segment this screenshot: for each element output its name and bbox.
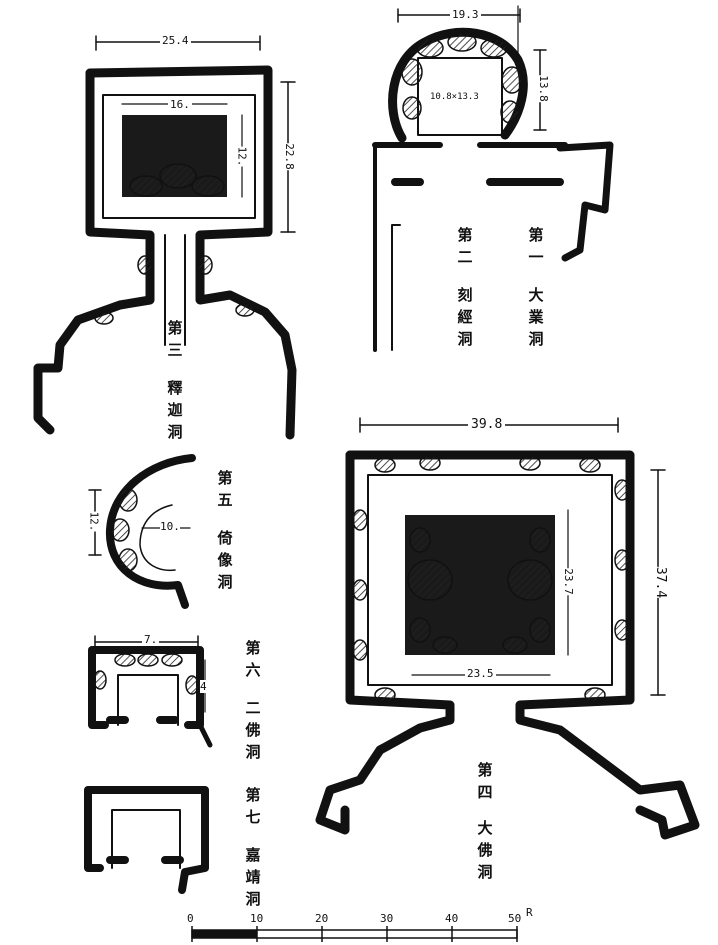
scale-tick-20: 20 xyxy=(315,912,329,925)
cave-6-width-label: 7. xyxy=(142,633,160,646)
scale-bar xyxy=(191,926,518,942)
scale-tick-50: 50 xyxy=(508,912,522,925)
scale-tick-40: 40 xyxy=(445,912,459,925)
scale-tick-30: 30 xyxy=(380,912,394,925)
cave-7-plan xyxy=(84,786,209,894)
cave-3-width-label: 25.4 xyxy=(160,34,191,47)
cave-1-width-label: 19.3 xyxy=(450,8,481,21)
cave-6-plan xyxy=(88,635,213,748)
cave-4-number: 第四 xyxy=(477,761,493,801)
cave-4-inner-depth-label: 23.7 xyxy=(561,568,575,595)
cave-4-inner-width-label: 23.5 xyxy=(465,667,496,680)
cave-3-plan xyxy=(33,35,297,440)
cave-4-depth-label: 37.4 xyxy=(653,566,669,599)
cave-3-inner-width-label: 16. xyxy=(168,98,192,111)
cave-5-depth-label: 12. xyxy=(87,511,101,532)
cave-5-number: 第五 xyxy=(217,469,233,509)
cave-1-depth-label: 13.8 xyxy=(536,75,550,102)
scale-tick-0: 0 xyxy=(187,912,194,925)
cave-5-name: 倚像洞 xyxy=(217,529,233,591)
cave-6-name: 二佛洞 xyxy=(245,699,261,761)
cave-6-number: 第六 xyxy=(245,639,261,679)
cave-1-inner-label: 10.8×13.3 xyxy=(430,92,479,102)
cave-2-name: 刻經洞 xyxy=(457,286,473,348)
scale-tick-10: 10 xyxy=(250,912,264,925)
cave-4-width-label: 39.8 xyxy=(468,417,506,432)
cave-4-plan xyxy=(315,417,700,840)
cave-3-number: 第三 xyxy=(167,319,183,359)
cave-3-inner-depth-label: 12. xyxy=(235,146,249,167)
cave-4-name: 大佛洞 xyxy=(477,819,493,881)
cave-3-name: 釋迦洞 xyxy=(167,379,183,441)
cave-2-number: 第二 xyxy=(457,226,473,266)
cave-1-name: 大業洞 xyxy=(528,286,544,348)
cave-7-number: 第七 xyxy=(245,786,261,826)
cave-6-depth-label: 4 xyxy=(200,680,207,693)
cave-3-depth-label: 22.8 xyxy=(282,143,296,170)
cave-7-name: 嘉靖洞 xyxy=(245,846,261,908)
scale-unit: R xyxy=(526,906,533,919)
cave-1-number: 第一 xyxy=(528,226,544,266)
cave-1-2-plan xyxy=(372,5,614,352)
cave-5-width-label: 10. xyxy=(160,520,180,533)
